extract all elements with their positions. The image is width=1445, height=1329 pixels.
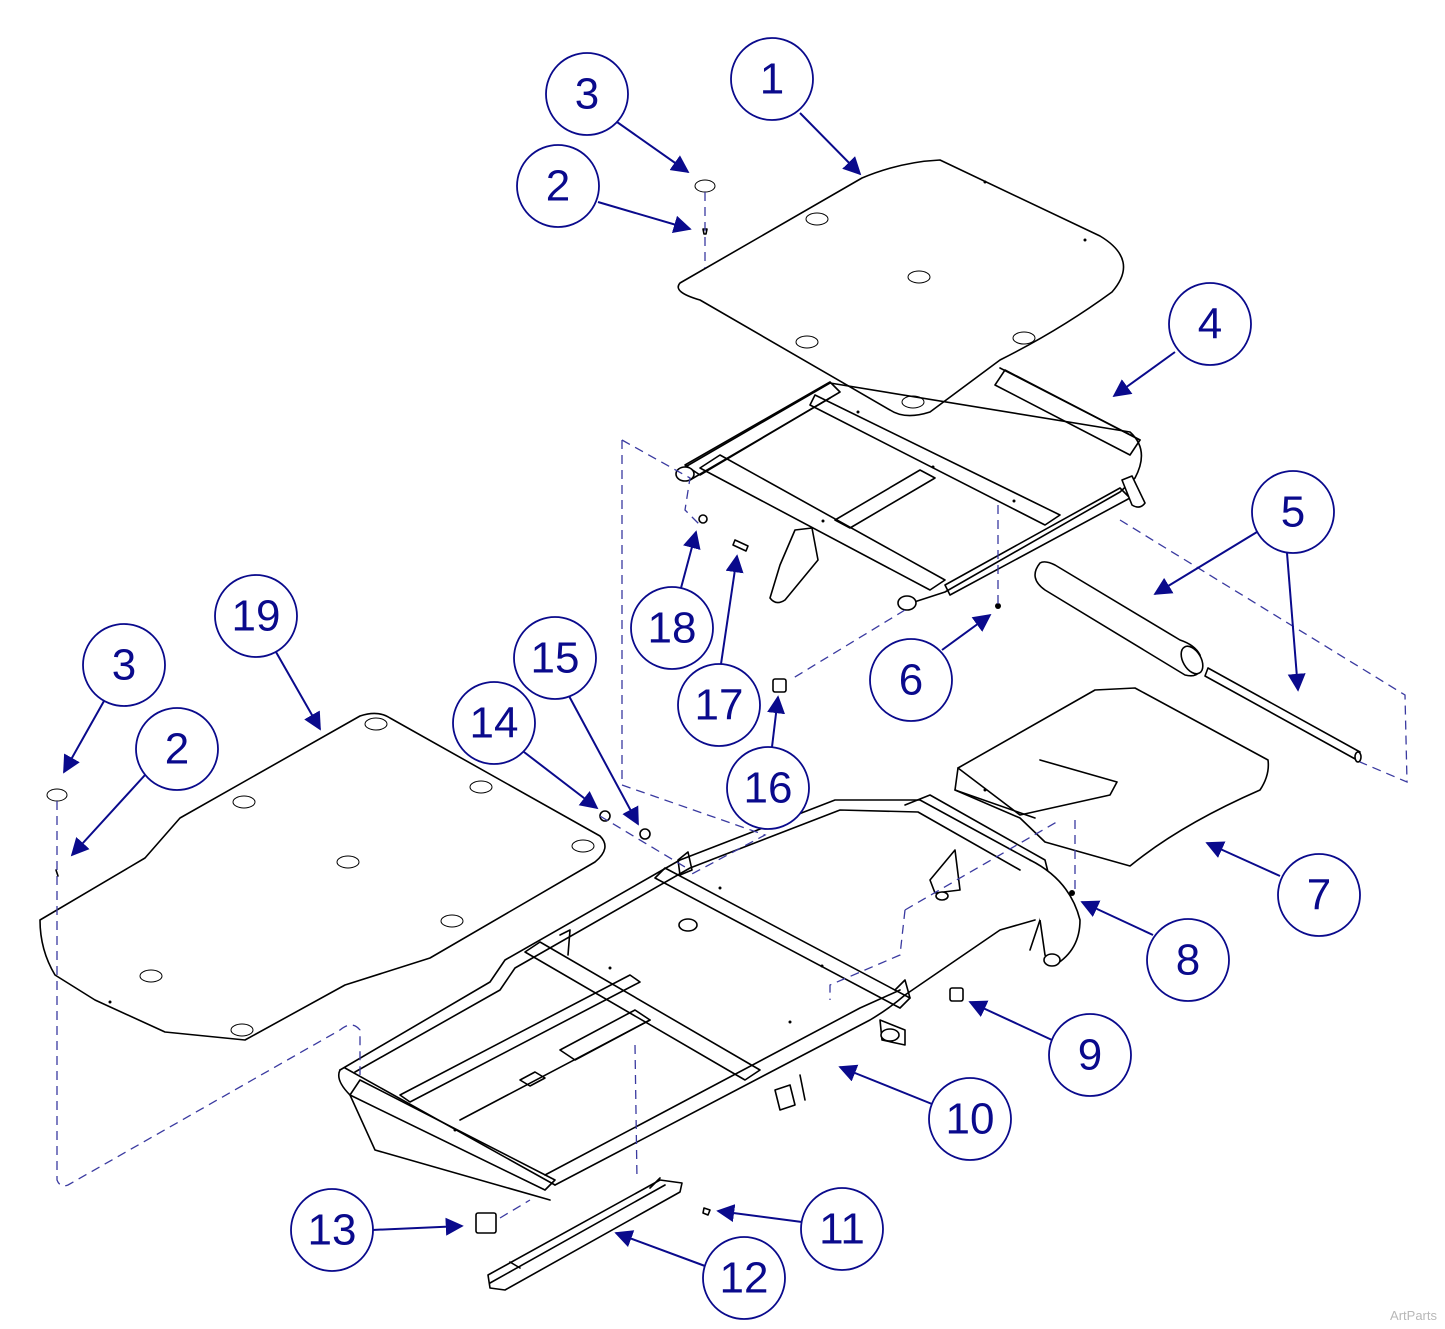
callout-2-left: 2 [70, 707, 219, 857]
part-lower-plate [39, 712, 606, 1041]
part-rail [487, 1177, 683, 1291]
callout-14: 14 [452, 681, 599, 810]
svg-text:4: 4 [1198, 300, 1222, 349]
callout-6: 6 [869, 613, 992, 722]
svg-text:3: 3 [575, 70, 599, 119]
callout-10: 10 [838, 1064, 1012, 1161]
svg-text:2: 2 [546, 162, 570, 211]
svg-text:17: 17 [695, 681, 744, 730]
svg-text:5: 5 [1281, 488, 1305, 537]
svg-text:3: 3 [112, 641, 136, 690]
svg-text:19: 19 [232, 592, 281, 641]
part-main-frame [337, 794, 1081, 1201]
callout-3-top: 3 [545, 52, 690, 174]
svg-text:14: 14 [470, 699, 519, 748]
svg-text:9: 9 [1078, 1031, 1102, 1080]
part-pad [954, 687, 1270, 867]
callout-1: 1 [730, 37, 862, 176]
svg-text:18: 18 [648, 604, 697, 653]
callout-19: 19 [214, 574, 321, 731]
callout-18: 18 [630, 530, 714, 670]
callout-7: 7 [1205, 841, 1361, 937]
callout-15: 15 [513, 616, 639, 826]
svg-text:11: 11 [819, 1205, 865, 1254]
callout-5: 5 [1153, 470, 1335, 692]
callout-13: 13 [290, 1188, 464, 1272]
assembly-paths [56, 192, 1408, 1219]
callout-12: 12 [614, 1230, 786, 1320]
part-roller [1034, 561, 1362, 763]
svg-text:6: 6 [899, 656, 923, 705]
callout-3-left: 3 [63, 623, 166, 774]
callout-2-top: 2 [516, 144, 692, 234]
svg-text:1: 1 [760, 55, 784, 104]
watermark-text: ArtParts [1390, 1308, 1437, 1323]
svg-text:7: 7 [1307, 871, 1331, 920]
callout-11: 11 [716, 1187, 884, 1271]
svg-text:12: 12 [720, 1254, 769, 1303]
svg-text:15: 15 [531, 634, 580, 683]
callout-9: 9 [968, 1000, 1132, 1097]
callouts: 1 2 3 4 5 6 7 [63, 37, 1361, 1320]
svg-text:10: 10 [946, 1095, 995, 1144]
svg-text:13: 13 [308, 1206, 357, 1255]
callout-4: 4 [1112, 282, 1252, 398]
svg-text:16: 16 [744, 764, 793, 813]
callout-16: 16 [726, 695, 810, 830]
svg-text:8: 8 [1176, 936, 1200, 985]
part-hardware [46, 179, 1075, 1234]
svg-text:2: 2 [165, 725, 189, 774]
callout-17: 17 [677, 554, 761, 747]
part-top-plate [677, 159, 1125, 417]
callout-8: 8 [1080, 900, 1230, 1002]
